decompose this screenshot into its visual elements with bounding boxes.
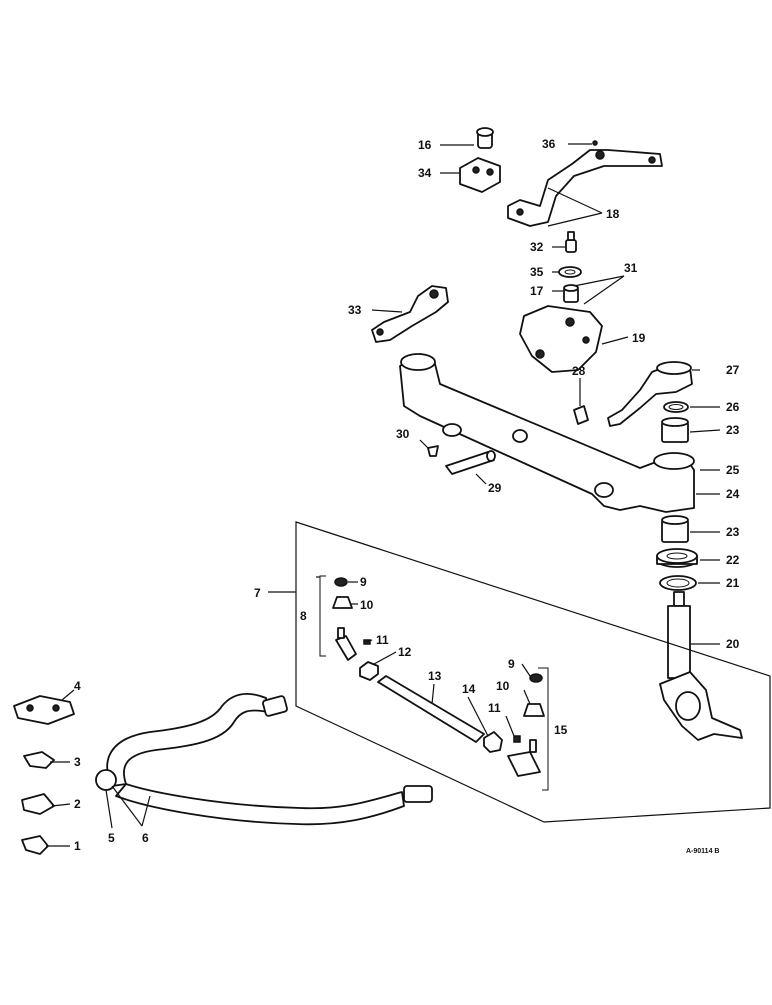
- tie-rod-panel: [295, 521, 771, 823]
- callout-32: 32: [530, 240, 544, 254]
- tie-rod-end-right: [507, 739, 541, 777]
- tube-13: [377, 675, 485, 743]
- callout-5: 5: [108, 831, 115, 845]
- callout-26: 26: [726, 400, 740, 414]
- bracket-34: [459, 157, 501, 193]
- callout-11-right: 11: [488, 701, 501, 715]
- callout-9-right: 9: [508, 657, 515, 671]
- callout-28: 28: [572, 364, 586, 378]
- callout-18: 18: [606, 207, 620, 221]
- callout-27: 27: [726, 363, 740, 377]
- clip-28: [573, 405, 589, 425]
- bolt-16: [476, 127, 494, 149]
- callout-29: 29: [488, 481, 502, 495]
- seal-26: [663, 401, 689, 413]
- callout-22: 22: [726, 553, 740, 567]
- callout-24: 24: [726, 487, 740, 501]
- nut-9-right: [529, 673, 543, 683]
- clamp-2: [21, 793, 55, 815]
- callout-12: 12: [398, 645, 412, 659]
- callout-7: 7: [254, 586, 261, 600]
- callout-15: 15: [554, 723, 568, 737]
- callout-21: 21: [726, 576, 740, 590]
- tie-rod-end-left: [335, 627, 371, 661]
- fitting-11-right: [513, 735, 521, 743]
- steering-arm-18: [507, 149, 663, 227]
- callout-17: 17: [530, 284, 544, 298]
- nut-14: [483, 731, 503, 753]
- callout-20: 20: [726, 637, 740, 651]
- bushing-17: [563, 284, 579, 303]
- callout-labels: 16 34 36 18 32 35 31 17 33 19 28 27 26 2…: [74, 137, 740, 853]
- lube-fitting-32: [565, 231, 577, 253]
- axle-beam: [399, 353, 695, 513]
- small-pin-36: [592, 140, 598, 146]
- callout-10-left: 10: [360, 598, 374, 612]
- spindle-20: [659, 591, 743, 741]
- callout-6: 6: [142, 831, 149, 845]
- pin-29: [445, 450, 496, 475]
- callout-31: 31: [624, 261, 638, 275]
- callout-36: 36: [542, 137, 556, 151]
- clamp-4: [13, 695, 75, 725]
- callout-33: 33: [348, 303, 362, 317]
- drag-link-rod: [95, 692, 433, 826]
- callout-4: 4: [74, 679, 81, 693]
- callout-3: 3: [74, 755, 81, 769]
- steering-arm-27: [607, 361, 693, 427]
- steering-arm-33: [371, 285, 449, 343]
- callout-8: 8: [300, 609, 307, 623]
- callout-23-upper: 23: [726, 423, 740, 437]
- drawing-code: A-90114 B: [686, 848, 719, 855]
- callout-14: 14: [462, 682, 476, 696]
- callout-30: 30: [396, 427, 410, 441]
- bushing-23-upper: [661, 417, 689, 443]
- callout-35: 35: [530, 265, 544, 279]
- callout-23-lower: 23: [726, 525, 740, 539]
- boot-10-left: [332, 596, 353, 609]
- callout-25: 25: [726, 463, 740, 477]
- washer-35: [558, 266, 582, 278]
- nut-9-left: [334, 577, 348, 587]
- washer-21: [659, 575, 697, 591]
- fitting-30: [427, 445, 439, 457]
- callout-16: 16: [418, 138, 432, 152]
- callout-11-left: 11: [376, 633, 389, 647]
- boot-10-right: [523, 703, 545, 717]
- bolster-bracket: [519, 305, 603, 373]
- nut-12: [359, 661, 379, 681]
- callout-9-left: 9: [360, 575, 367, 589]
- bearing-22: [656, 548, 698, 568]
- clamp-1: [21, 835, 49, 855]
- leader-lines: [46, 143, 721, 847]
- callout-13: 13: [428, 669, 442, 683]
- callout-34: 34: [418, 166, 432, 180]
- callout-1: 1: [74, 839, 81, 853]
- callout-10-right: 10: [496, 679, 510, 693]
- callout-2: 2: [74, 797, 81, 811]
- clamp-3: [23, 751, 55, 769]
- callout-19: 19: [632, 331, 646, 345]
- bushing-23-lower: [661, 515, 689, 543]
